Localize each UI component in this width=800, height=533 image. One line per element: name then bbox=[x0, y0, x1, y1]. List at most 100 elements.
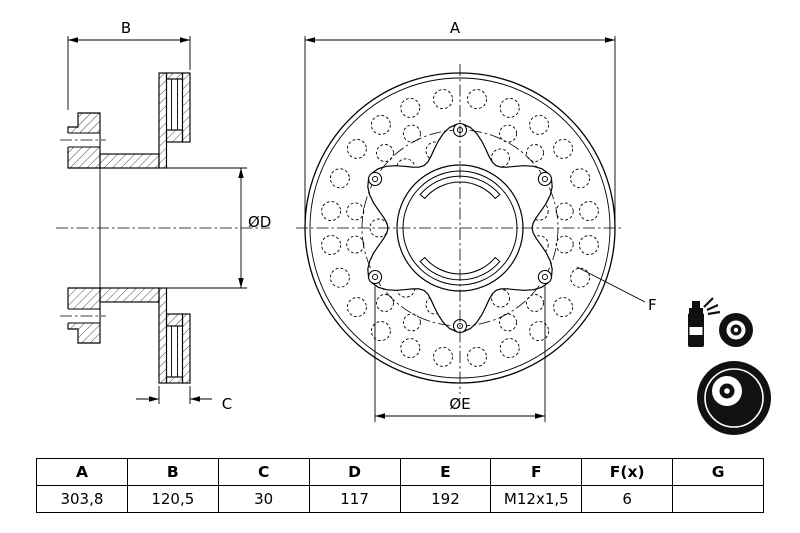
col-a-value: 303,8 bbox=[36, 485, 128, 513]
col-fx-header: F(x) bbox=[581, 458, 674, 486]
bolt-hole bbox=[537, 269, 552, 285]
spec-header-row: A B C D E F F(x) G bbox=[36, 458, 764, 486]
icon3d-center bbox=[724, 388, 730, 394]
inboard-plate-top bbox=[181, 72, 191, 143]
vent-hole bbox=[346, 202, 365, 221]
vent-hole bbox=[499, 97, 520, 118]
vent-hole bbox=[499, 313, 518, 332]
spec-table: A B C D E F F(x) G 303,8 120,5 30 117 19… bbox=[36, 458, 764, 513]
dimension-a: A bbox=[304, 19, 616, 222]
col-e-value: 192 bbox=[399, 485, 492, 513]
front-view bbox=[296, 64, 624, 394]
bolt-hole-center bbox=[372, 175, 379, 183]
icon-disc-center bbox=[733, 327, 739, 333]
vent-hole bbox=[526, 294, 544, 312]
vent-hole bbox=[578, 201, 599, 221]
rim-bridge-bottom bbox=[165, 376, 184, 384]
vent-hole bbox=[467, 346, 487, 367]
vent-hole bbox=[402, 124, 421, 143]
col-a-header: A bbox=[36, 458, 128, 486]
vent-hole bbox=[433, 89, 453, 110]
vent-hole bbox=[346, 297, 367, 318]
icon3d-stud bbox=[715, 383, 719, 387]
brake-disc-front-icon bbox=[719, 313, 753, 347]
dimension-c: C bbox=[136, 386, 232, 413]
dim-e-label: ØE bbox=[449, 395, 470, 413]
vent-hole bbox=[402, 313, 421, 332]
dim-c-label: C bbox=[222, 395, 232, 413]
vent-hole bbox=[321, 201, 342, 221]
inboard-plate-bottom bbox=[181, 313, 191, 384]
arrowhead bbox=[68, 37, 78, 43]
spray-label-band bbox=[689, 327, 703, 335]
vent-hole bbox=[553, 138, 574, 159]
brake-disc-3d-icon bbox=[697, 361, 771, 435]
col-b-header: B bbox=[126, 458, 219, 486]
vent-hole bbox=[499, 338, 520, 359]
arrowhead bbox=[535, 413, 545, 419]
vent-hole bbox=[370, 114, 391, 135]
icon3d-stud bbox=[731, 400, 735, 404]
spray-shoulder bbox=[689, 308, 703, 313]
arrowhead bbox=[238, 168, 244, 178]
dimensions: B A C ØD bbox=[67, 19, 657, 422]
bolt-hole bbox=[368, 269, 383, 285]
vent-hole bbox=[370, 321, 391, 342]
bolt-hole-center bbox=[456, 322, 464, 330]
outboard-plate-bottom bbox=[158, 287, 168, 384]
vent-hole bbox=[555, 202, 574, 221]
vent-hole bbox=[529, 235, 549, 255]
bolt-hole-center bbox=[372, 273, 379, 281]
col-f-value: M12x1,5 bbox=[490, 485, 583, 513]
bolt-hole-center bbox=[541, 175, 548, 183]
product-icons bbox=[688, 297, 771, 435]
arrowhead bbox=[375, 413, 385, 419]
col-g-value bbox=[672, 485, 764, 513]
dimension-f: F bbox=[576, 266, 657, 314]
vent-hole bbox=[529, 321, 550, 342]
arrowhead bbox=[305, 37, 315, 43]
dimension-b: B bbox=[67, 19, 191, 110]
vent-hole bbox=[499, 124, 518, 143]
arrowhead bbox=[605, 37, 615, 43]
col-e-header: E bbox=[399, 458, 492, 486]
dimension-d: ØD bbox=[161, 167, 271, 289]
dim-a-label: A bbox=[450, 19, 461, 37]
vane-root-top bbox=[165, 129, 184, 143]
arrowhead bbox=[180, 37, 190, 43]
vent-hole bbox=[346, 235, 365, 254]
bolt-hole bbox=[368, 171, 383, 187]
vent-hole bbox=[321, 235, 342, 255]
technical-drawing: B A C ØD bbox=[56, 19, 771, 435]
col-g-header: G bbox=[672, 458, 764, 486]
arrowhead bbox=[149, 396, 159, 402]
spray-burst bbox=[703, 297, 721, 316]
vent-hole bbox=[526, 144, 544, 162]
dim-d-label: ØD bbox=[248, 213, 271, 231]
spec-value-row: 303,8 120,5 30 117 192 M12x1,5 6 bbox=[36, 485, 764, 513]
dimension-e: ØE bbox=[374, 286, 546, 422]
col-fx-value: 6 bbox=[581, 485, 674, 513]
bolt-hole-center bbox=[541, 273, 548, 281]
vent-hole bbox=[376, 294, 394, 312]
icon3d-stud bbox=[719, 400, 723, 404]
spray-nozzle bbox=[692, 301, 700, 308]
hub-arc-slot bbox=[419, 175, 501, 200]
arrowhead bbox=[238, 278, 244, 288]
arrowhead bbox=[190, 396, 200, 402]
bolt-hole bbox=[537, 171, 552, 187]
dim-f-label: F bbox=[648, 296, 657, 314]
dim-b-label: B bbox=[121, 19, 131, 37]
icon3d-stud bbox=[725, 377, 729, 382]
vent-hole bbox=[553, 297, 574, 318]
outboard-plate-top bbox=[158, 72, 168, 169]
vent-hole bbox=[570, 168, 591, 189]
col-c-value: 30 bbox=[217, 485, 310, 513]
leader-line bbox=[576, 266, 646, 303]
rim-bridge-top bbox=[165, 72, 184, 80]
col-b-value: 120,5 bbox=[126, 485, 219, 513]
col-d-header: D bbox=[308, 458, 401, 486]
bell-wall-top bbox=[99, 153, 160, 169]
cross-section-view bbox=[56, 72, 270, 384]
icon3d-rim-line bbox=[704, 368, 764, 428]
